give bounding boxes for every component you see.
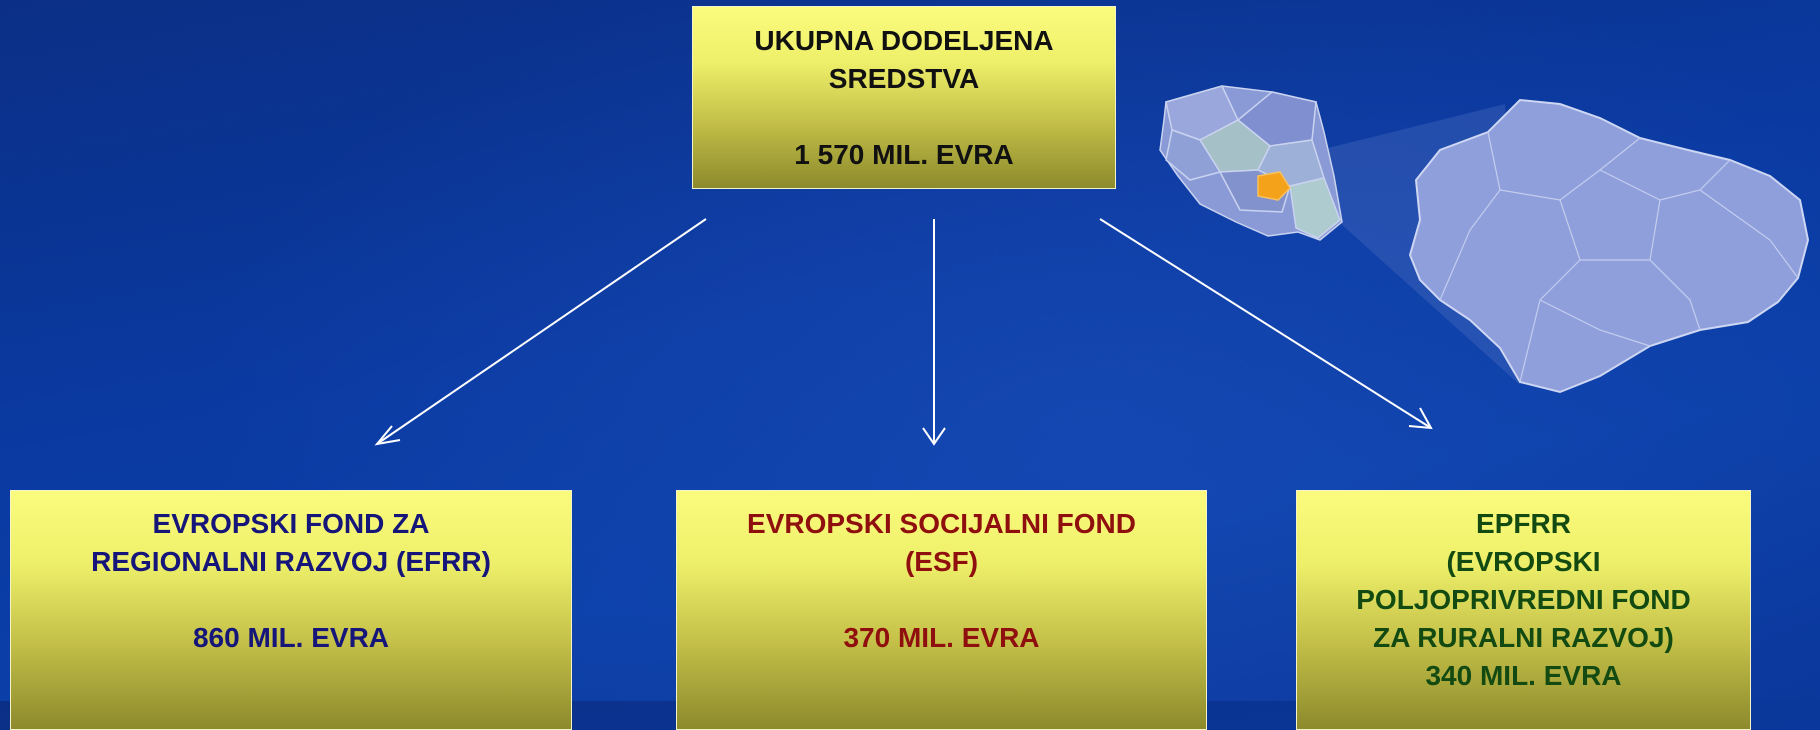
total-title-line1: UKUPNA DODELJENA	[754, 25, 1054, 56]
epfrr-box: EPFRR (EVROPSKI POLJOPRIVREDNI FOND ZA R…	[1296, 490, 1751, 730]
arrows	[0, 0, 1820, 701]
country-map	[1159, 85, 1343, 241]
epfrr-title-line1: EPFRR	[1476, 508, 1571, 539]
total-amount: 1 570 MIL. EVRA	[794, 139, 1014, 170]
esf-title-line2: (ESF)	[904, 546, 979, 577]
esf-amount: 370 MIL. EVRA	[843, 622, 1040, 653]
spacer	[693, 98, 1115, 136]
efrr-title-line1: EVROPSKI FOND ZA	[152, 508, 430, 539]
epfrr-amount: 340 MIL. EVRA	[1425, 660, 1622, 691]
arrow-to-efrr	[376, 218, 707, 445]
epfrr-title-line3: POLJOPRIVREDNI FOND	[1356, 584, 1691, 615]
poland-map-with-region-zoom-icon	[1159, 85, 1810, 394]
spacer	[677, 581, 1206, 619]
spacer	[11, 581, 571, 619]
esf-title-line1: EVROPSKI SOCIJALNI FOND	[747, 508, 1136, 539]
epfrr-title-line2: (EVROPSKI	[1446, 546, 1601, 577]
total-title-line2: SREDSTVA	[828, 63, 980, 94]
efrr-amount: 860 MIL. EVRA	[192, 622, 390, 653]
region-borders	[1439, 131, 1799, 383]
region-map	[1408, 98, 1810, 394]
epfrr-title-line4: ZA RURALNI RAZVOJ)	[1373, 622, 1674, 653]
arrow-to-epfrr	[1099, 218, 1432, 429]
total-funds-box: UKUPNA DODELJENA SREDSTVA 1 570 MIL. EVR…	[692, 6, 1116, 189]
efrr-title-line2: REGIONALNI RAZVOJ (EFRR)	[91, 546, 491, 577]
efrr-box: EVROPSKI FOND ZA REGIONALNI RAZVOJ (EFRR…	[10, 490, 572, 730]
esf-box: EVROPSKI SOCIJALNI FOND (ESF) 370 MIL. E…	[676, 490, 1207, 730]
